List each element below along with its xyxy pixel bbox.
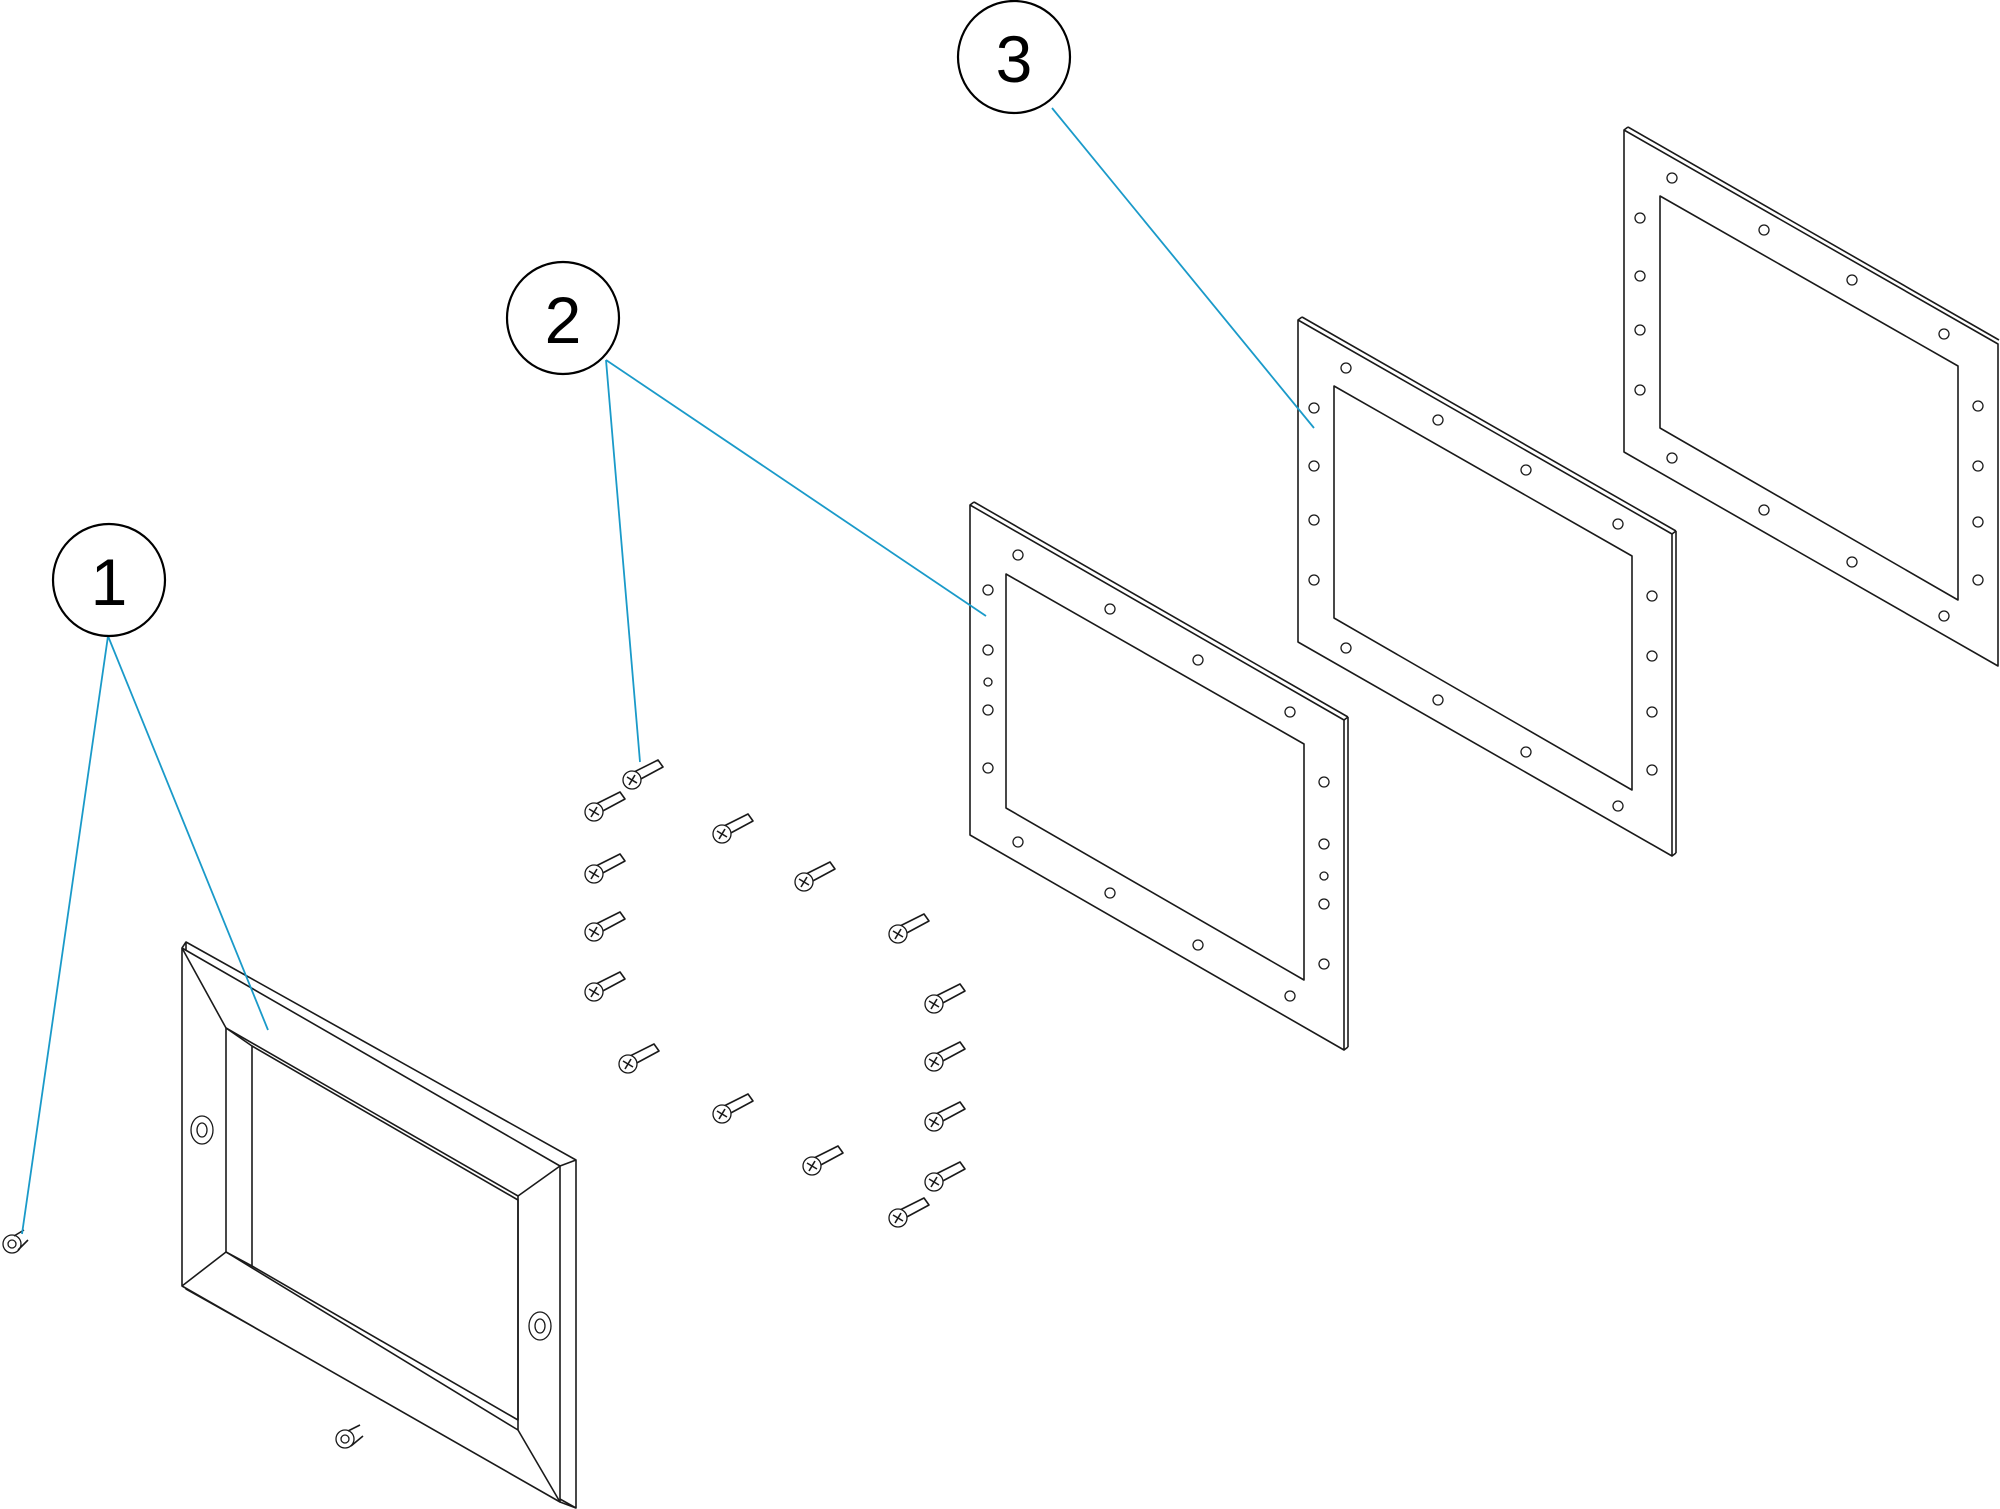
frame-screw <box>2 1229 29 1254</box>
balloon-3: 3 <box>956 0 1072 115</box>
screw <box>924 1161 966 1192</box>
screw <box>924 1101 966 1132</box>
screw <box>712 813 754 844</box>
screw <box>584 911 626 942</box>
gasket-holes <box>982 549 1330 1002</box>
gasket-middle <box>1297 316 1677 857</box>
screw <box>924 1041 966 1072</box>
screw <box>924 983 966 1014</box>
screw <box>584 791 626 822</box>
leader-lines <box>21 107 1315 1235</box>
screw <box>584 853 626 884</box>
leader-2-screw <box>605 359 641 763</box>
screw <box>888 1197 930 1228</box>
front-frame <box>181 941 577 1509</box>
screw <box>888 913 930 944</box>
balloon-circle <box>956 0 1072 115</box>
leader-2-gasket <box>605 359 987 617</box>
screw <box>618 1043 660 1074</box>
leader-1-screw <box>21 635 109 1235</box>
screw <box>802 1145 844 1176</box>
balloon-label: 2 <box>545 283 582 357</box>
screw <box>622 759 664 790</box>
balloon-label: 1 <box>91 545 128 619</box>
balloon-2: 2 <box>505 260 621 376</box>
gasket-holes <box>1634 172 1984 622</box>
leader-1-frame <box>107 635 269 1031</box>
leader-3-gasket <box>1051 107 1315 429</box>
screw <box>584 971 626 1002</box>
balloon-1: 1 <box>51 522 167 638</box>
balloon-label: 3 <box>996 22 1033 96</box>
screw <box>712 1093 754 1124</box>
mounting-screws <box>584 759 966 1228</box>
frame-screw <box>335 1424 364 1449</box>
screw <box>794 861 836 892</box>
gasket-rear <box>1623 126 2000 667</box>
balloon-circle <box>505 260 621 376</box>
balloon-circle <box>51 522 167 638</box>
gasket-holes <box>1308 362 1658 812</box>
gasket-front <box>969 501 1349 1051</box>
